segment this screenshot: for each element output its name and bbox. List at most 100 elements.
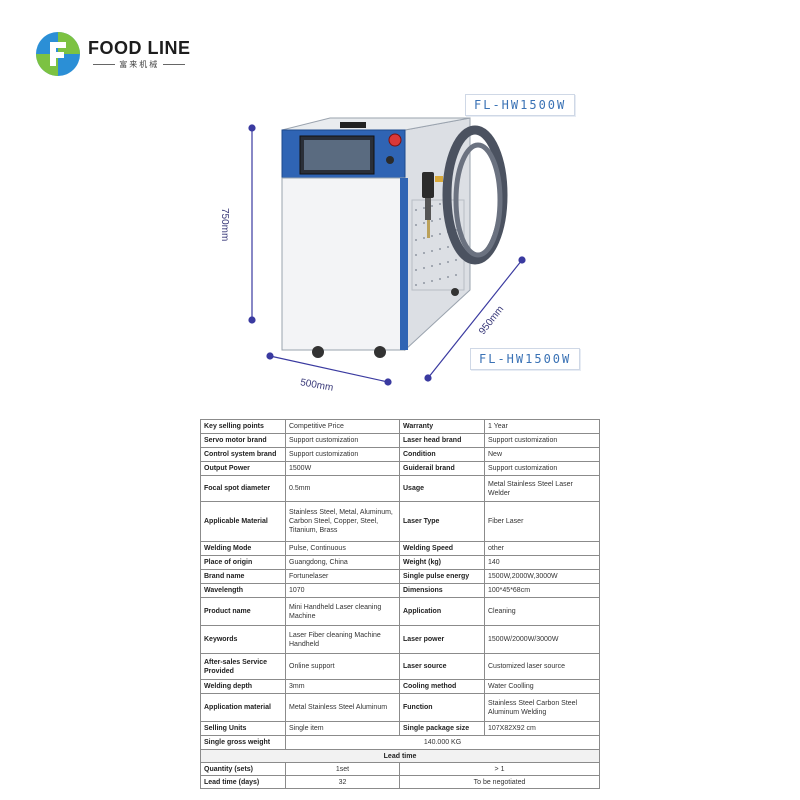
spec-key: Output Power <box>200 461 286 476</box>
quantity-value-2: > 1 <box>399 762 600 776</box>
brand-chinese-name: 富来机械 <box>88 59 191 70</box>
spec-key: Wavelength <box>200 583 286 598</box>
spec-key: Focal spot diameter <box>200 475 286 502</box>
spec-key: Brand name <box>200 569 286 584</box>
spec-value: 100*45*68cm <box>484 583 600 598</box>
welding-gun <box>422 172 443 238</box>
lead-time-header-row: Lead time <box>200 749 600 763</box>
spec-value: Single item <box>285 721 400 736</box>
spec-key: Function <box>399 693 485 722</box>
spec-key: Application <box>399 597 485 626</box>
spec-value: 1500W,2000W,3000W <box>484 569 600 584</box>
spec-key: Laser head brand <box>399 433 485 448</box>
spec-value: Pulse, Continuous <box>285 541 400 556</box>
spec-value: Mini Handheld Laser cleaning Machine <box>285 597 400 626</box>
gross-weight-value: 140.000 KG <box>285 735 600 750</box>
laser-machine-illustration <box>248 117 526 386</box>
spec-value: Support customization <box>484 433 600 448</box>
spec-value: other <box>484 541 600 556</box>
quantity-label: Quantity (sets) <box>200 762 286 776</box>
spec-key: Condition <box>399 447 485 462</box>
lead-time-label: Lead time (days) <box>200 775 286 789</box>
spec-value: 140 <box>484 555 600 570</box>
spec-value: Competitive Price <box>285 419 400 434</box>
spec-value: Stainless Steel Carbon Steel Aluminum We… <box>484 693 600 722</box>
lead-time-quantity-row: Quantity (sets) 1set > 1 <box>200 762 600 776</box>
spec-value: Guangdong, China <box>285 555 400 570</box>
spec-key: Key selling points <box>200 419 286 434</box>
spec-value: Support customization <box>285 447 400 462</box>
spec-key: Welding depth <box>200 679 286 694</box>
height-dimension-label: 750mm <box>219 208 230 242</box>
quantity-value-1: 1set <box>285 762 400 776</box>
spec-key: Weight (kg) <box>399 555 485 570</box>
logo-text: FOOD LINE 富来机械 <box>88 38 191 70</box>
food-line-logo-icon <box>36 32 80 76</box>
spec-key: Place of origin <box>200 555 286 570</box>
width-dimension-line <box>266 352 392 386</box>
cable-coil <box>442 125 508 265</box>
lead-time-value-2: To be negotiated <box>399 775 600 789</box>
gross-weight-row: Single gross weight 140.000 KG <box>200 735 600 750</box>
depth-dimension-line <box>424 256 526 382</box>
spec-value: Support customization <box>484 461 600 476</box>
spec-key: Selling Units <box>200 721 286 736</box>
spec-value: Online support <box>285 653 400 680</box>
spec-key: Warranty <box>399 419 485 434</box>
spec-value: 1070 <box>285 583 400 598</box>
spec-value: Fiber Laser <box>484 501 600 542</box>
spec-key: Dimensions <box>399 583 485 598</box>
spec-value: Fortunelaser <box>285 569 400 584</box>
spec-key: Laser Type <box>399 501 485 542</box>
spec-value: 1500W/2000W/3000W <box>484 625 600 654</box>
spec-key: Laser power <box>399 625 485 654</box>
spec-value: 1 Year <box>484 419 600 434</box>
spec-key: After-sales Service Provided <box>200 653 286 680</box>
spec-key: Welding Speed <box>399 541 485 556</box>
spec-key: Keywords <box>200 625 286 654</box>
spec-key: Cooling method <box>399 679 485 694</box>
spec-key: Single pulse energy <box>399 569 485 584</box>
spec-key: Product name <box>200 597 286 626</box>
spec-key: Application material <box>200 693 286 722</box>
height-dimension-line <box>248 124 256 324</box>
model-label-bottom: FL-HW1500W <box>470 348 581 370</box>
spec-value: Cleaning <box>484 597 600 626</box>
spec-value: Support customization <box>285 433 400 448</box>
spec-value: Laser Fiber cleaning Machine Handheld <box>285 625 400 654</box>
spec-key: Laser source <box>399 653 485 680</box>
spec-key: Control system brand <box>200 447 286 462</box>
spec-value: New <box>484 447 600 462</box>
spec-key: Applicable Material <box>200 501 286 542</box>
spec-value: 1500W <box>285 461 400 476</box>
spec-value: Metal Stainless Steel Aluminum <box>285 693 400 722</box>
model-label-top: FL-HW1500W <box>465 94 576 116</box>
spec-key: Servo motor brand <box>200 433 286 448</box>
brand-name: FOOD LINE <box>88 38 191 58</box>
gross-weight-key: Single gross weight <box>200 735 286 750</box>
spec-value: Water Coolling <box>484 679 600 694</box>
spec-value: 3mm <box>285 679 400 694</box>
spec-key: Single package size <box>399 721 485 736</box>
lead-time-title: Lead time <box>200 749 600 763</box>
spec-value: Customized laser source <box>484 653 600 680</box>
lead-time-value-1: 32 <box>285 775 400 789</box>
company-logo: FOOD LINE 富来机械 <box>34 30 191 78</box>
spec-value: Stainless Steel, Metal, Aluminum, Carbon… <box>285 501 400 542</box>
spec-value: 0.5mm <box>285 475 400 502</box>
